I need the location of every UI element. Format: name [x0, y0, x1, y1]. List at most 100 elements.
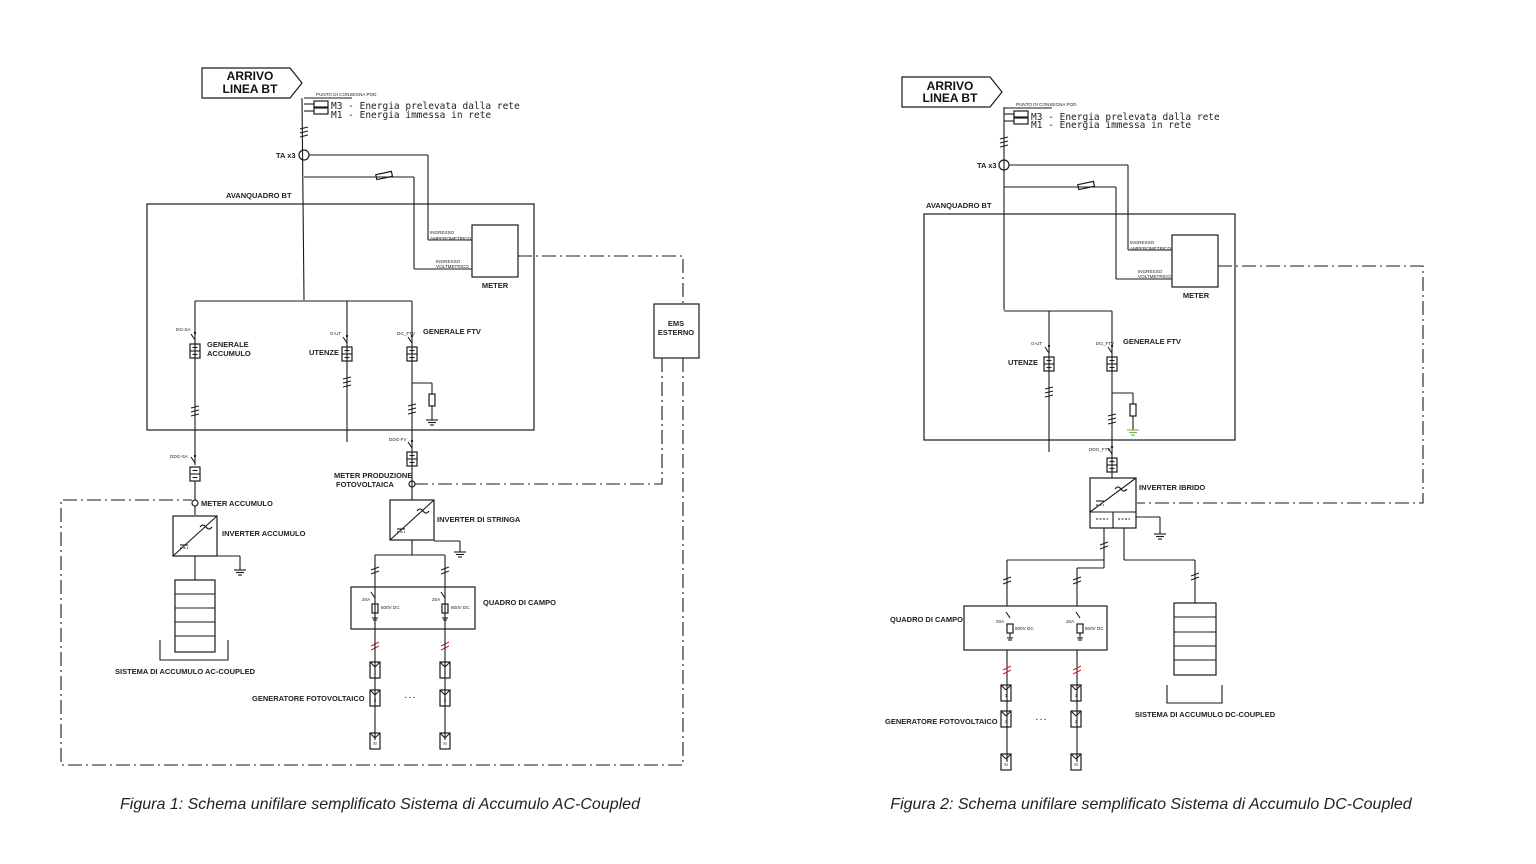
- spd-1: [428, 393, 436, 407]
- ingresso-amp-2a: INGRESSO: [1130, 240, 1155, 245]
- pv2-n-num-2: N: [1074, 762, 1077, 767]
- ems-label-1a: EMS: [668, 319, 684, 328]
- m1-label-1: M1 - Energia immessa in rete: [331, 110, 491, 121]
- pv1-n-num: N: [373, 741, 376, 746]
- ta-circle-1: [298, 149, 310, 161]
- utenze-label-1: UTENZE: [309, 348, 339, 357]
- inverter-ibrido-label-2: INVERTER IBRIDO: [1139, 483, 1205, 492]
- m1-label-2: M1 - Energia immessa in rete: [1031, 120, 1191, 131]
- pv1-2-num: 2: [374, 698, 377, 703]
- inverter-accumulo-label-1: INVERTER ACCUMULO: [222, 529, 306, 538]
- string2-label-1: 20A: [432, 597, 441, 602]
- ingresso-volt-2a: INGRESSO: [1138, 269, 1163, 274]
- avanquadro-box-2: [923, 213, 1236, 441]
- pod-label-2: PUNTO DI CONSEGNA POD: [1016, 102, 1077, 107]
- generale-ftv-label-2: GENERALE FTV: [1123, 337, 1181, 346]
- quadro-campo-box-1: [350, 586, 476, 630]
- inverter-stringa-label-1: INVERTER DI STRINGA: [437, 515, 521, 524]
- m3-label-1: M3 - Energia prelevata dalla rete: [331, 101, 520, 112]
- generatore-label-1: GENERATORE FOTOVOLTAICO: [252, 694, 365, 703]
- fuse-2: [1077, 180, 1096, 191]
- meter-accumulo-circle-1: [191, 499, 199, 507]
- dg-ftv-1: DG_FTV: [397, 331, 416, 336]
- sistema-accumulo-label-2: SISTEMA DI ACCUMULO DC-COUPLED: [1135, 710, 1276, 719]
- pv2-1-num: 1: [444, 670, 447, 675]
- ingresso-volt-1b: VOLTMETRICO: [436, 264, 469, 269]
- ta-label-2: TA x3: [977, 161, 997, 170]
- meter-box-2: [1171, 234, 1219, 288]
- ingresso-amp-1b: AMPEROMETRICO: [430, 236, 472, 241]
- string2-rating-2: 600V DC: [1085, 626, 1104, 631]
- ddg-fv-1: DDG-FV: [389, 437, 408, 442]
- meter-m3-2: [1013, 110, 1029, 118]
- meter-box-1: [471, 224, 519, 278]
- pv1-1-num: 1: [374, 670, 377, 675]
- figure1-diagram: ARRIVO LINEA BT PUNTO DI CONSEGNA POD M3…: [60, 67, 700, 766]
- string2-label-2: 20A: [1066, 619, 1075, 624]
- meter-m1-2: [1013, 117, 1029, 125]
- pv2-2-num: 2: [444, 698, 447, 703]
- meter-produzione-1a: METER PRODUZIONE: [334, 471, 412, 480]
- avanquadro-label-2: AVANQUADRO BT: [926, 201, 992, 210]
- ingresso-amp-1a: INGRESSO: [430, 230, 455, 235]
- m3-label-2: M3 - Energia prelevata dalla rete: [1031, 112, 1220, 123]
- dg-sa-1: DG-SA: [176, 327, 191, 332]
- figure1-caption: Figura 1: Schema unifilare semplificato …: [120, 796, 641, 813]
- battery-dc-2: [1166, 602, 1223, 704]
- meter-m3-1: [313, 100, 329, 108]
- comm-ems-storage-1: [60, 358, 684, 766]
- ingresso-amp-2b: AMPEROMETRICO: [1130, 246, 1172, 251]
- avanquadro-box-1: [146, 203, 535, 431]
- quadro-campo-box-2: [963, 605, 1108, 651]
- fuse-1: [375, 170, 394, 181]
- utenze-label-2: UTENZE: [1008, 358, 1038, 367]
- pv2-n-num: N: [443, 741, 446, 746]
- arrivo-linea-bt-1: [201, 67, 303, 99]
- comm-ems-meterprod-1: [415, 358, 663, 485]
- spd-2: [1129, 403, 1137, 417]
- ta-label-1: TA x3: [276, 151, 296, 160]
- figure2-diagram: ARRIVO LINEA BT PUNTO DI CONSEGNA POD M3…: [885, 76, 1424, 771]
- ingresso-volt-2b: VOLTMETRICO: [1138, 274, 1171, 279]
- dg-ftv-2: DG_FTV: [1096, 341, 1115, 346]
- comm-meter-ems-1: [518, 255, 684, 304]
- linea-bt-text-2: LINEA BT: [923, 91, 979, 105]
- avanquadro-label-1: AVANQUADRO BT: [226, 191, 292, 200]
- meter-produzione-1b: FOTOVOLTAICA: [336, 480, 394, 489]
- ems-box-1: [653, 303, 700, 359]
- string2-rating-1: 600V DC: [451, 605, 470, 610]
- g-ut-1: G-UT: [330, 331, 341, 336]
- meter-label-1: METER: [482, 281, 509, 290]
- linea-bt-text-1: LINEA BT: [223, 82, 279, 96]
- arrivo-text-2: ARRIVO: [927, 79, 974, 93]
- quadro-campo-label-1: QUADRO DI CAMPO: [483, 598, 556, 607]
- ingresso-volt-1a: INGRESSO: [436, 259, 461, 264]
- generale-accumulo-1a: GENERALE: [207, 340, 249, 349]
- generale-accumulo-1b: ACCUMULO: [207, 349, 251, 358]
- pv1-1-num-2: 1: [1005, 693, 1008, 698]
- string1-label-2: 20A: [996, 619, 1005, 624]
- g-ut-2: G-UT: [1031, 341, 1042, 346]
- pv-dots-1: . . .: [405, 691, 415, 700]
- pod-label-1: PUNTO DI CONSEGNA POD: [316, 92, 377, 97]
- figure2-caption: Figura 2: Schema unifilare semplificato …: [890, 796, 1413, 813]
- ddg-sa-1: DDG-SA: [170, 454, 189, 459]
- generale-ftv-label-1: GENERALE FTV: [423, 327, 481, 336]
- pv1-2-num-2: 2: [1005, 719, 1008, 724]
- meter-label-2: METER: [1183, 291, 1210, 300]
- string1-rating-2: 600V DC: [1015, 626, 1034, 631]
- ddg-ftv-2: DDG_FTV: [1089, 447, 1111, 452]
- arrivo-linea-bt-2: [901, 76, 1003, 108]
- battery-ac-1: [159, 579, 229, 661]
- arrivo-text-1: ARRIVO: [227, 69, 274, 83]
- ems-label-1b: ESTERNO: [658, 328, 694, 337]
- string1-rating-1: 600V DC: [381, 605, 400, 610]
- pv2-1-num-2: 1: [1075, 693, 1078, 698]
- meter-m1-1: [313, 107, 329, 115]
- pv-dots-2: . . .: [1036, 713, 1046, 722]
- sistema-accumulo-label-1: SISTEMA DI ACCUMULO AC-COUPLED: [115, 667, 256, 676]
- quadro-campo-label-2: QUADRO DI CAMPO: [890, 615, 963, 624]
- meter-accumulo-label-1: METER ACCUMULO: [201, 499, 273, 508]
- generatore-label-2: GENERATORE FOTOVOLTAICO: [885, 717, 998, 726]
